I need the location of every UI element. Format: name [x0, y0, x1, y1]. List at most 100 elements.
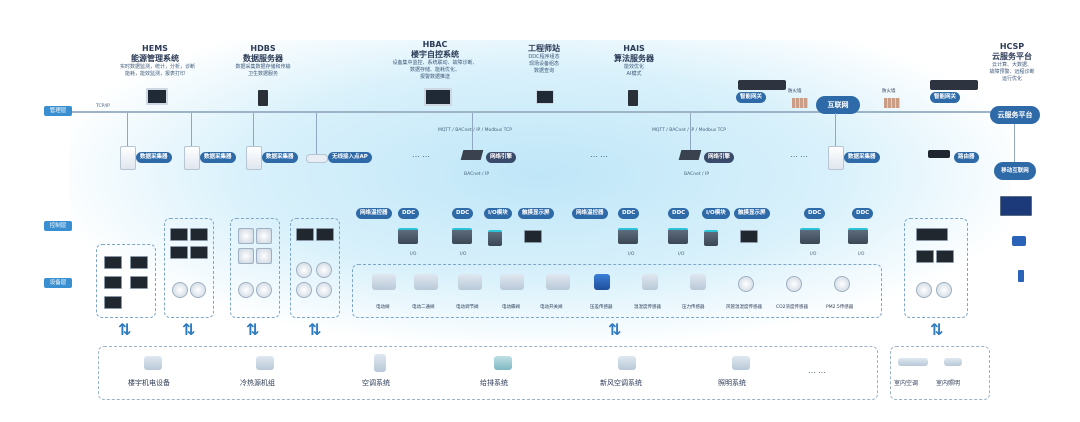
management-bus-line	[72, 111, 1032, 113]
io-label-5: I/O	[810, 252, 817, 257]
sensor-c1-icon	[296, 262, 312, 278]
ddc-right-1-device	[618, 228, 638, 244]
field-box-hems	[96, 244, 156, 318]
meter-5-icon	[104, 296, 122, 309]
gateway-2-device	[930, 80, 978, 90]
ddc-far-2-device	[848, 228, 868, 244]
cloud-mobile-connector	[1014, 124, 1015, 164]
hais-server-icon	[628, 90, 638, 106]
firewall-2-label: 防火墙	[882, 89, 896, 94]
bus-left-note: TCP/IP	[96, 104, 110, 109]
field-device-8-label: 压力传感器	[682, 305, 705, 310]
laptop-icon	[1000, 196, 1032, 216]
bottom-label-6: 照明系统	[718, 379, 746, 387]
meter-3-icon	[104, 276, 122, 289]
panel-d3-icon	[936, 250, 954, 263]
arrows-2-icon: ⇅	[182, 320, 196, 339]
bottom-label-8: 室内空调	[894, 380, 919, 387]
ellipsis-1: ……	[412, 150, 432, 159]
collector-3-icon	[246, 146, 262, 170]
connector-c5	[835, 113, 836, 146]
system-hems-desc-1: 实时数据监测，统计，分析，诊断	[120, 64, 196, 70]
display-left-device	[524, 230, 542, 243]
system-hdbs: HDBS 数据服务器 数据采集数据存储和传输 卫生数据服务	[228, 44, 298, 78]
collector-3-label: 数据采集器	[262, 152, 298, 163]
connector-c4	[316, 113, 317, 154]
sensor-d2-icon	[936, 282, 952, 298]
controller-left-display: 触摸显示屏	[518, 208, 554, 219]
field-device-5-label: 电动开关阀	[540, 305, 563, 310]
io-label-6: I/O	[858, 252, 865, 257]
controller-far-ddc-2: DDC	[852, 208, 874, 219]
connector-c1	[127, 113, 128, 146]
field-device-4-icon	[500, 274, 524, 290]
io-label-1: I/O	[410, 252, 417, 257]
panel-c1-icon	[296, 228, 314, 241]
sensor-b1-icon	[238, 228, 254, 244]
field-device-11-label: PM2.5传感器	[826, 305, 854, 310]
field-box-router	[904, 218, 968, 318]
panel-a3-icon	[170, 246, 188, 259]
field-device-1-label: 电动阀	[376, 305, 390, 310]
ellipsis-2: ……	[590, 150, 610, 159]
ddc-right-2-device	[668, 228, 688, 244]
ac-system-icon	[374, 354, 386, 372]
field-device-10-icon	[786, 276, 802, 292]
gateway-1-device	[738, 80, 786, 90]
system-hcsp-code: HCSP	[999, 42, 1025, 51]
controller-far-ddc-1: DDC	[804, 208, 826, 219]
field-device-8-icon	[690, 274, 706, 290]
arrows-1-icon: ⇅	[118, 320, 132, 339]
field-box-wireless-1	[230, 218, 280, 318]
system-engineer-station-name: 工程师站	[528, 44, 560, 53]
sensor-c3-icon	[296, 282, 312, 298]
collector-2-label: 数据采集器	[200, 152, 236, 163]
field-device-11-icon	[834, 276, 850, 292]
field-device-1-icon	[372, 274, 396, 290]
io-label-3: I/O	[628, 252, 635, 257]
sensor-b3-icon	[238, 248, 254, 264]
bottom-equipment-group	[98, 346, 878, 400]
system-hais: HAIS 算法服务器 能效优化 AI模式	[604, 44, 664, 78]
field-device-6-icon	[594, 274, 610, 290]
field-device-2-label: 电动二通阀	[412, 305, 435, 310]
controller-left-ddc-2: DDC	[452, 208, 474, 219]
system-hais-code: HAIS	[623, 44, 645, 53]
system-hcsp-name: 云服务平台	[992, 52, 1032, 61]
collector-2-icon	[184, 146, 200, 170]
panel-a2-icon	[190, 228, 208, 241]
system-hbac-name: 楼宇自控系统	[411, 50, 459, 59]
ellipsis-3: ……	[790, 150, 810, 159]
system-engineer-station-desc-1: DDC程序组态	[528, 54, 560, 60]
system-hems-name: 能源管理系统	[131, 54, 179, 63]
hems-monitor-icon	[146, 88, 168, 105]
system-engineer-station: 工程师站 DDC程序组态 现场设备组态 数据查询	[514, 44, 574, 75]
indoor-ac-icon	[898, 358, 928, 366]
ddc-left-1-device	[398, 228, 418, 244]
io-label-4: I/O	[678, 252, 685, 257]
meter-2-icon	[130, 256, 148, 269]
field-device-3-icon	[458, 274, 482, 290]
collector-1-label: 数据采集器	[136, 152, 172, 163]
indoor-light-icon	[944, 358, 962, 366]
panel-d1-icon	[916, 228, 948, 241]
bottom-label-1: 楼宇机电设备	[128, 379, 170, 387]
system-hcsp-desc-1: 云计算、大数据、	[991, 62, 1032, 68]
panel-a1-icon	[170, 228, 188, 241]
collector-5-label: 数据采集器	[844, 152, 880, 163]
panel-d2-icon	[916, 250, 934, 263]
ddc-far-1-device	[800, 228, 820, 244]
field-device-4-label: 电动蝶阀	[502, 305, 520, 310]
bacnet-note-2: BACnet / IP	[684, 172, 710, 177]
system-engineer-station-desc-2: 现场设备组态	[528, 61, 559, 67]
bus-protocol-1: MQTT / BACnet / IP / Modbus TCP	[438, 128, 512, 133]
bus-protocol-2: MQTT / BACnet / IP / Modbus TCP	[652, 128, 726, 133]
arrows-6-icon: ⇅	[930, 320, 944, 339]
controller-right-io: I/O模块	[702, 208, 730, 219]
network-engine-2-icon	[678, 150, 702, 160]
system-hdbs-code: HDBS	[250, 44, 276, 53]
controller-right-display: 触摸显示屏	[734, 208, 770, 219]
connector-e2	[690, 113, 691, 150]
network-engine-1-label: 网络引擎	[486, 152, 517, 163]
sensor-b2-icon	[256, 228, 272, 244]
